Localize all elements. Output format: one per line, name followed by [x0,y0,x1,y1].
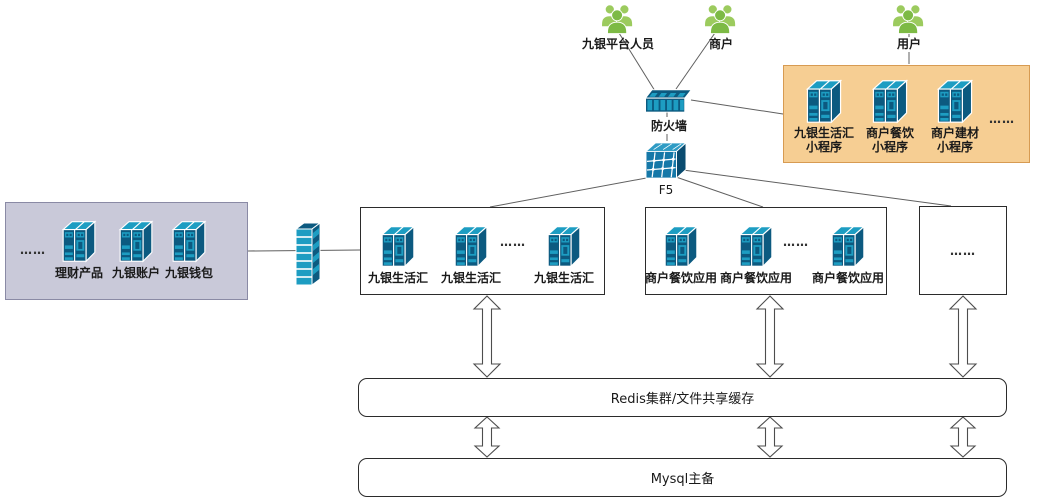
server-icon [61,219,97,263]
line-merchant-firewall [675,29,718,90]
actor-label: 九银平台人员 [581,37,654,51]
server-icon [871,78,909,124]
node-label: 九银账户 [111,266,160,280]
line-f5-cluster1 [489,175,658,208]
people-icon [701,3,741,34]
server-icon [546,224,582,268]
server-icon [380,224,416,268]
node-label: 商户餐饮应用 [719,271,792,285]
node-label-line1: 九银生活汇 [793,126,854,140]
cluster-reserved: …… [919,206,1007,295]
node-label: 九银生活汇 [440,271,501,285]
server-icon [830,224,866,268]
actor-merchant: 商户 [681,3,761,52]
node-label: 九银生活汇 [367,271,428,285]
f5-load-balancer-icon [644,140,688,180]
arrow-cache-db-3 [949,416,977,458]
arrow-cluster1-cache [472,295,502,378]
node-label: 九银钱包 [164,266,213,280]
core-product-node: 九银钱包 [149,219,229,280]
line-f5-cluster2 [675,176,764,208]
core-product-node: 九银账户 [96,219,176,280]
ellipsis: …… [950,243,976,258]
cluster-merchant-dining: 商户餐饮应用 商户餐饮应用 商户餐饮应用 …… [645,207,887,295]
people-icon [889,3,929,34]
cluster-jiuyin-lifehub: 九银生活汇 九银生活汇 九银生活汇 …… [360,207,605,295]
server-icon [936,78,974,124]
node-label: 商户餐饮应用 [644,271,717,285]
node-label-line2: 小程序 [936,140,973,154]
server-icon [453,224,489,268]
server-icon [663,224,699,268]
arrow-cache-db-2 [756,416,784,458]
f5-label: F5 [658,183,674,197]
line-staff-firewall [618,32,656,92]
app-server-node: 商户餐饮应用 [716,224,796,285]
mysql-db-label: Mysql主备 [650,472,715,487]
node-label-line2: 小程序 [871,140,908,154]
arrow-cluster2-cache [755,295,785,378]
ellipsis: …… [20,243,46,257]
app-server-node: 九银生活汇 [431,224,511,285]
node-label-line2: 小程序 [805,140,842,154]
mini-program-node: 商户建材 小程序 [915,78,995,154]
server-icon [805,78,843,124]
server-icon [738,224,774,268]
line-f5-cluster3 [682,169,952,207]
actor-label: 商户 [708,37,733,51]
ellipsis: …… [500,235,526,249]
ellipsis: …… [989,112,1015,126]
core-product-node: 理财产品 [39,219,119,280]
server-icon [171,219,207,263]
ellipsis: …… [783,235,809,249]
mysql-db-bar: Mysql主备 [358,458,1007,497]
app-server-node: 商户餐饮应用 [808,224,888,285]
app-server-node: 九银生活汇 [524,224,604,285]
brick-firewall-icon [292,221,324,287]
node-label: 九银生活汇 [533,271,594,285]
node-label-line1: 商户建材 [930,126,979,140]
arrow-cluster3-cache [948,295,978,378]
line-firewall-miniprogram-zone [690,99,784,115]
node-label: 商户餐饮应用 [811,271,884,285]
redis-cache-label: Redis集群/文件共享缓存 [610,392,755,407]
people-icon [598,3,638,34]
node-label: 理财产品 [54,266,103,280]
arrow-cache-db-1 [473,416,501,458]
firewall-icon [640,86,694,114]
node-label-line1: 商户餐饮 [865,126,914,140]
actor-label: 用户 [894,37,923,52]
app-server-node: 九银生活汇 [358,224,438,285]
core-products-zone: …… 理财产品 九银账户 九银钱包 [5,202,248,300]
actor-user: 用户 [869,3,949,52]
actor-platform-staff: 九银平台人员 [578,3,658,52]
mini-program-zone: 九银生活汇 小程序 商户餐饮 小程序 商户建材 小程序 …… [783,65,1030,163]
mini-program-node: 九银生活汇 小程序 [784,78,864,154]
redis-cache-bar: Redis集群/文件共享缓存 [358,378,1007,417]
mini-program-node: 商户餐饮 小程序 [850,78,930,154]
app-server-node: 商户餐饮应用 [641,224,721,285]
firewall-label: 防火墙 [640,117,698,134]
